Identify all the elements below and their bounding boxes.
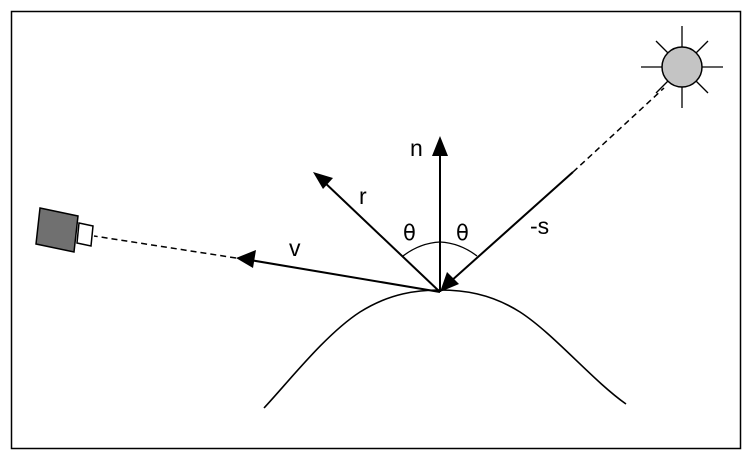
label-theta-right: θ	[456, 221, 469, 245]
sun-icon	[641, 26, 723, 108]
camera-lens	[76, 222, 94, 247]
label-view: v	[289, 235, 301, 261]
label-normal: n	[410, 135, 423, 161]
sun-disc	[661, 46, 703, 88]
reflection-arrowhead	[313, 172, 333, 189]
camera-body	[35, 207, 79, 253]
camera-icon	[35, 207, 94, 253]
normal-arrowhead	[432, 136, 448, 156]
angle-arc-left	[402, 241, 441, 257]
camera-dashed-line	[93, 235, 237, 259]
label-reflection: r	[359, 183, 367, 209]
angle-arc-right	[439, 241, 478, 257]
source-vector	[449, 171, 574, 283]
reflection-vector	[321, 179, 441, 293]
light-dashed-line	[572, 87, 665, 173]
source-arrowhead	[440, 272, 459, 292]
label-theta-left: θ	[403, 221, 416, 245]
label-source: -s	[530, 213, 549, 239]
view-arrowhead	[236, 250, 256, 268]
view-vector	[249, 259, 441, 293]
